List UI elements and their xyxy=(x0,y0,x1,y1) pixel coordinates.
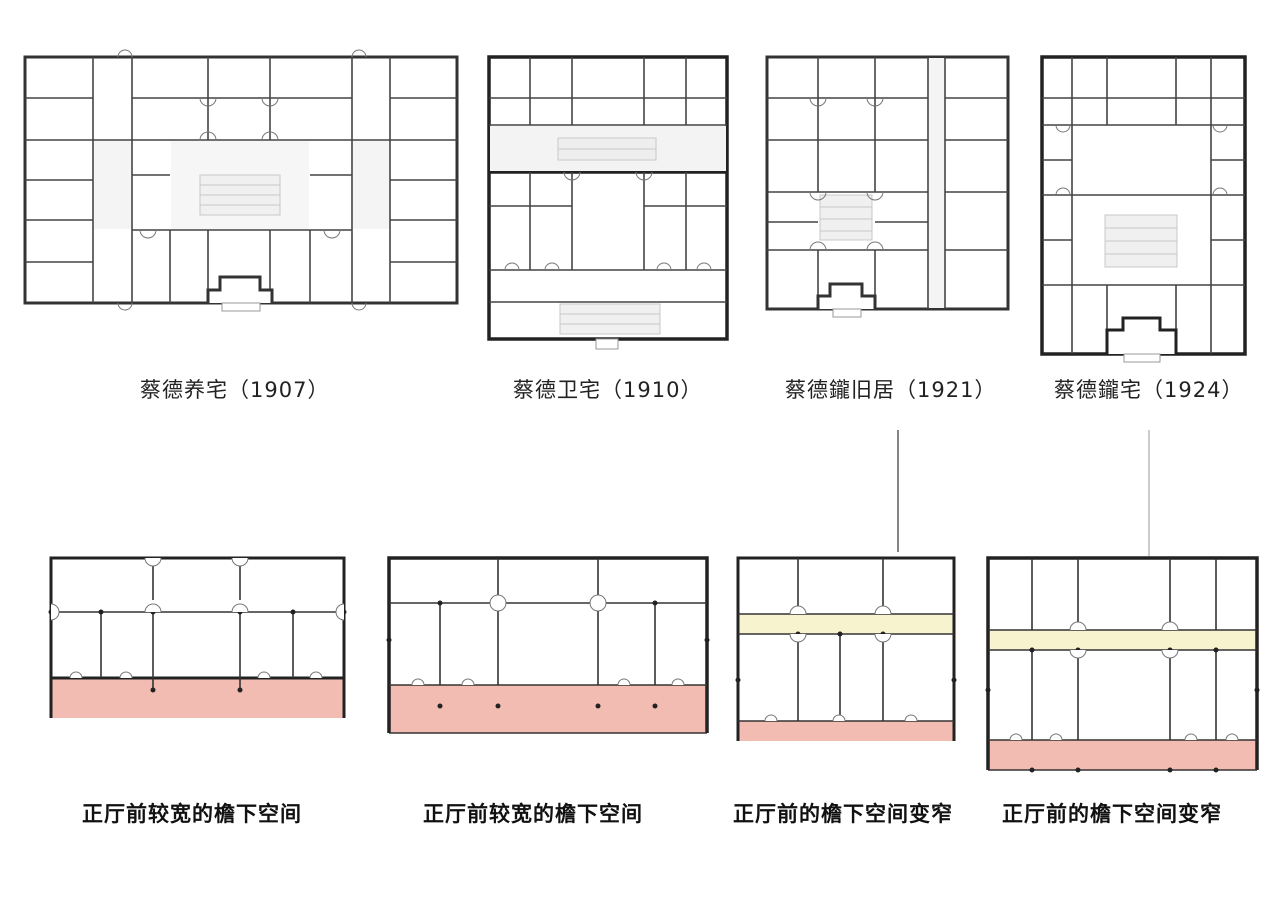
corridor-highlight xyxy=(988,630,1257,650)
plan-title-1907: 蔡德养宅（1907） xyxy=(140,378,330,402)
bottom-plan-1 xyxy=(48,556,347,718)
corridor-highlight xyxy=(738,614,954,634)
bottom-plan-4 xyxy=(985,556,1260,773)
plan-1910 xyxy=(487,55,729,350)
eave-space-highlight xyxy=(51,678,344,718)
caption-plan-2: 正厅前较宽的檐下空间 xyxy=(423,802,643,826)
plan-1924 xyxy=(1040,55,1247,363)
plan-title-1910: 蔡德卫宅（1910） xyxy=(513,378,703,402)
caption-plan-1: 正厅前较宽的檐下空间 xyxy=(82,802,302,826)
plan-title-1924: 蔡德鑨宅（1924） xyxy=(1054,378,1244,402)
caption-plan-4: 正厅前的檐下空间变窄 xyxy=(1002,802,1222,826)
bottom-plan-2 xyxy=(386,556,710,734)
plan-1921 xyxy=(765,55,1010,318)
eave-space-highlight xyxy=(389,685,707,733)
plan-title-1921: 蔡德鑨旧居（1921） xyxy=(785,378,997,402)
eave-space-highlight xyxy=(738,721,954,741)
eave-space-highlight xyxy=(988,740,1257,770)
bottom-plan-3 xyxy=(735,556,957,741)
caption-plan-3: 正厅前的檐下空间变窄 xyxy=(733,802,953,826)
plan-1907 xyxy=(23,49,459,312)
